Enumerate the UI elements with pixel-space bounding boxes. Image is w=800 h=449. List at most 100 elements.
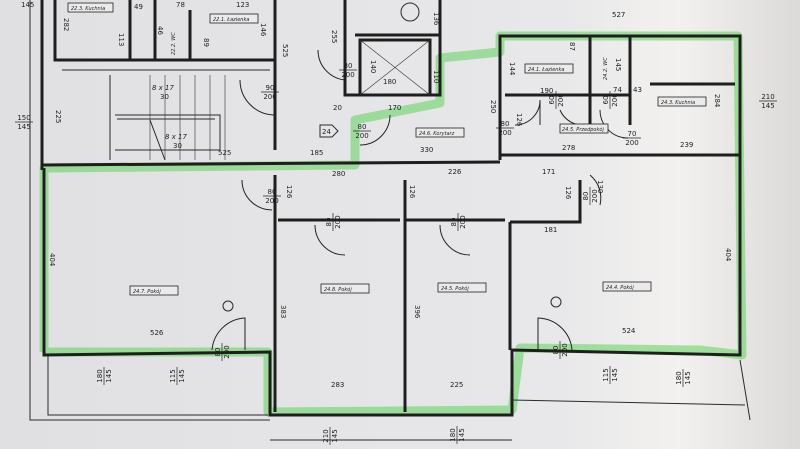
dimension: 140 [369, 60, 377, 73]
fraction-bottom: 200 [557, 93, 565, 106]
dimension: 171 [542, 168, 555, 176]
fraction-bottom: 200 [334, 215, 342, 228]
dimension: 525 [218, 149, 231, 157]
dimension: 250 [489, 100, 497, 113]
fraction-bottom: 200 [459, 215, 467, 228]
dimension: 130 [596, 180, 604, 193]
fraction-top: 210 [761, 93, 774, 101]
fraction-top: 70 [628, 130, 637, 138]
dimension: 46 [156, 26, 164, 35]
fraction-top: 80 [268, 188, 277, 196]
dimension: 280 [332, 170, 345, 178]
dimension: 49 [134, 3, 143, 11]
dimension: 170 [388, 104, 401, 112]
room-label: 24.7. Pokój [133, 288, 161, 295]
dimension: 283 [331, 381, 344, 389]
fraction-bottom: 200 [611, 93, 619, 106]
fraction-top: 60 [548, 96, 556, 105]
dimension: 282 [62, 18, 70, 31]
fraction-bottom: 145 [105, 369, 113, 382]
stair-run: 8 x 17 [152, 84, 175, 92]
fraction-top: 80 [501, 120, 510, 128]
dimension: 113 [117, 33, 125, 46]
stair-run: 8 x 17 [165, 133, 188, 141]
dimension: 225 [450, 381, 463, 389]
fraction-bottom: 145 [761, 102, 774, 110]
fraction-bottom: 145 [178, 369, 186, 382]
fraction-bottom: 200 [341, 71, 354, 79]
fraction-top: 180 [675, 371, 683, 384]
room-label: 24.5. Pokój [441, 285, 469, 292]
dimension: 126 [408, 185, 416, 199]
fraction-top: 90 [266, 84, 275, 92]
fraction-top: 80 [582, 192, 590, 201]
fraction-bottom: 200 [263, 93, 276, 101]
room-label: 22.3. Kuchnia [71, 6, 105, 12]
dimension: 404 [48, 253, 56, 267]
fraction-bottom: 200 [265, 197, 278, 205]
fraction-bottom: 145 [17, 123, 30, 131]
doors [211, 49, 629, 351]
room-label: 24.1. Łazienka [528, 67, 564, 73]
fraction-top: 180 [96, 369, 104, 382]
fraction-bottom: 200 [223, 345, 231, 358]
dimension: 110 [432, 70, 440, 83]
fraction-top: 115 [602, 368, 610, 381]
dimension: 396 [413, 305, 421, 319]
fraction-bottom: 145 [611, 368, 619, 381]
dimension: 145 [614, 58, 622, 71]
dimension: 185 [310, 149, 323, 157]
stair-tread: 30 [173, 142, 182, 150]
fraction-top: 80 [552, 346, 560, 355]
dimension: 87 [568, 42, 576, 51]
dimension: 527 [612, 11, 625, 19]
room-label: 24.4. Pokój [606, 284, 634, 291]
fraction-top: 115 [169, 369, 177, 382]
apartment-marker: 24 [322, 128, 331, 136]
fraction-top: 80 [450, 218, 458, 227]
fraction-bottom: 200 [561, 343, 569, 356]
room-label: 24.3. Kuchnia [661, 100, 695, 106]
dimension: 404 [724, 248, 732, 262]
dimension: 20 [333, 104, 342, 112]
dimension: 126 [515, 113, 523, 127]
dimension: 126 [285, 185, 293, 199]
fraction-top: 80 [214, 348, 222, 357]
fraction-bottom: 200 [591, 189, 599, 202]
room-label: 22.1. Łazienka [213, 17, 249, 23]
dimension: 43 [633, 86, 642, 94]
fraction-bottom: 200 [625, 139, 638, 147]
walls [29, 0, 751, 441]
fraction-bottom: 200 [498, 129, 511, 137]
dimension: 524 [622, 327, 636, 335]
fraction-top: 210 [322, 429, 330, 442]
room-label: 24.6. Korytarz [419, 131, 455, 137]
dimension: 525 [281, 44, 289, 57]
dimension: 78 [176, 1, 185, 9]
dimension: 190 [540, 87, 553, 95]
fraction-top: 180 [449, 428, 457, 441]
dimension: 89 [202, 38, 210, 47]
fraction-bottom: 145 [684, 371, 692, 384]
dimension: 145 [21, 1, 34, 9]
fraction-bottom: 200 [355, 132, 368, 140]
dimension: 144 [508, 62, 516, 76]
room-label: 24.8. Pokój [324, 286, 352, 293]
